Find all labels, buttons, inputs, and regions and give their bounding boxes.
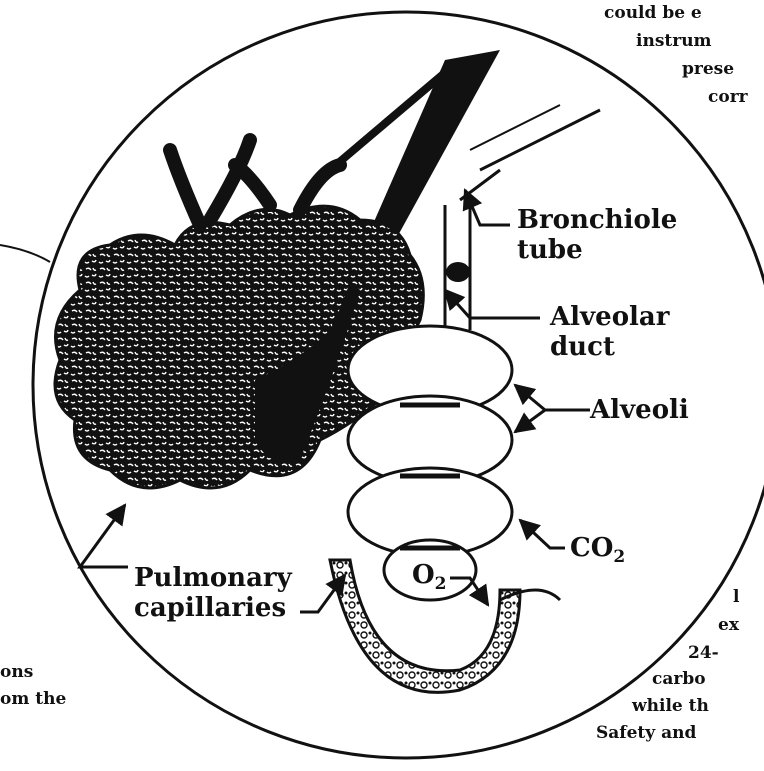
label-bronchiole-line2: tube — [517, 235, 677, 265]
bronchiole-tube — [445, 170, 500, 335]
label-pulmonary-line2: capillaries — [134, 593, 292, 623]
label-pulmonary-capillaries: Pulmonary capillaries — [134, 563, 292, 623]
label-co2-sub: 2 — [613, 547, 625, 567]
duct-opening — [446, 262, 470, 282]
alveoli-sacs — [348, 326, 512, 600]
label-o2: O2 — [412, 560, 447, 599]
label-alveolar-duct-line1: Alveolar — [550, 302, 669, 332]
label-co2-base: CO — [570, 533, 613, 563]
label-bronchiole: Bronchiole tube — [517, 205, 677, 265]
label-pulmonary-line1: Pulmonary — [134, 563, 292, 593]
label-o2-base: O — [412, 560, 435, 590]
label-o2-sub: 2 — [435, 574, 447, 594]
label-alveolar-duct-line2: duct — [550, 332, 669, 362]
connector-line — [0, 245, 50, 262]
label-alveoli: Alveoli — [590, 395, 689, 425]
label-alveolar-duct: Alveolar duct — [550, 302, 669, 362]
label-bronchiole-line1: Bronchiole — [517, 205, 677, 235]
label-co2: CO2 — [570, 533, 625, 572]
